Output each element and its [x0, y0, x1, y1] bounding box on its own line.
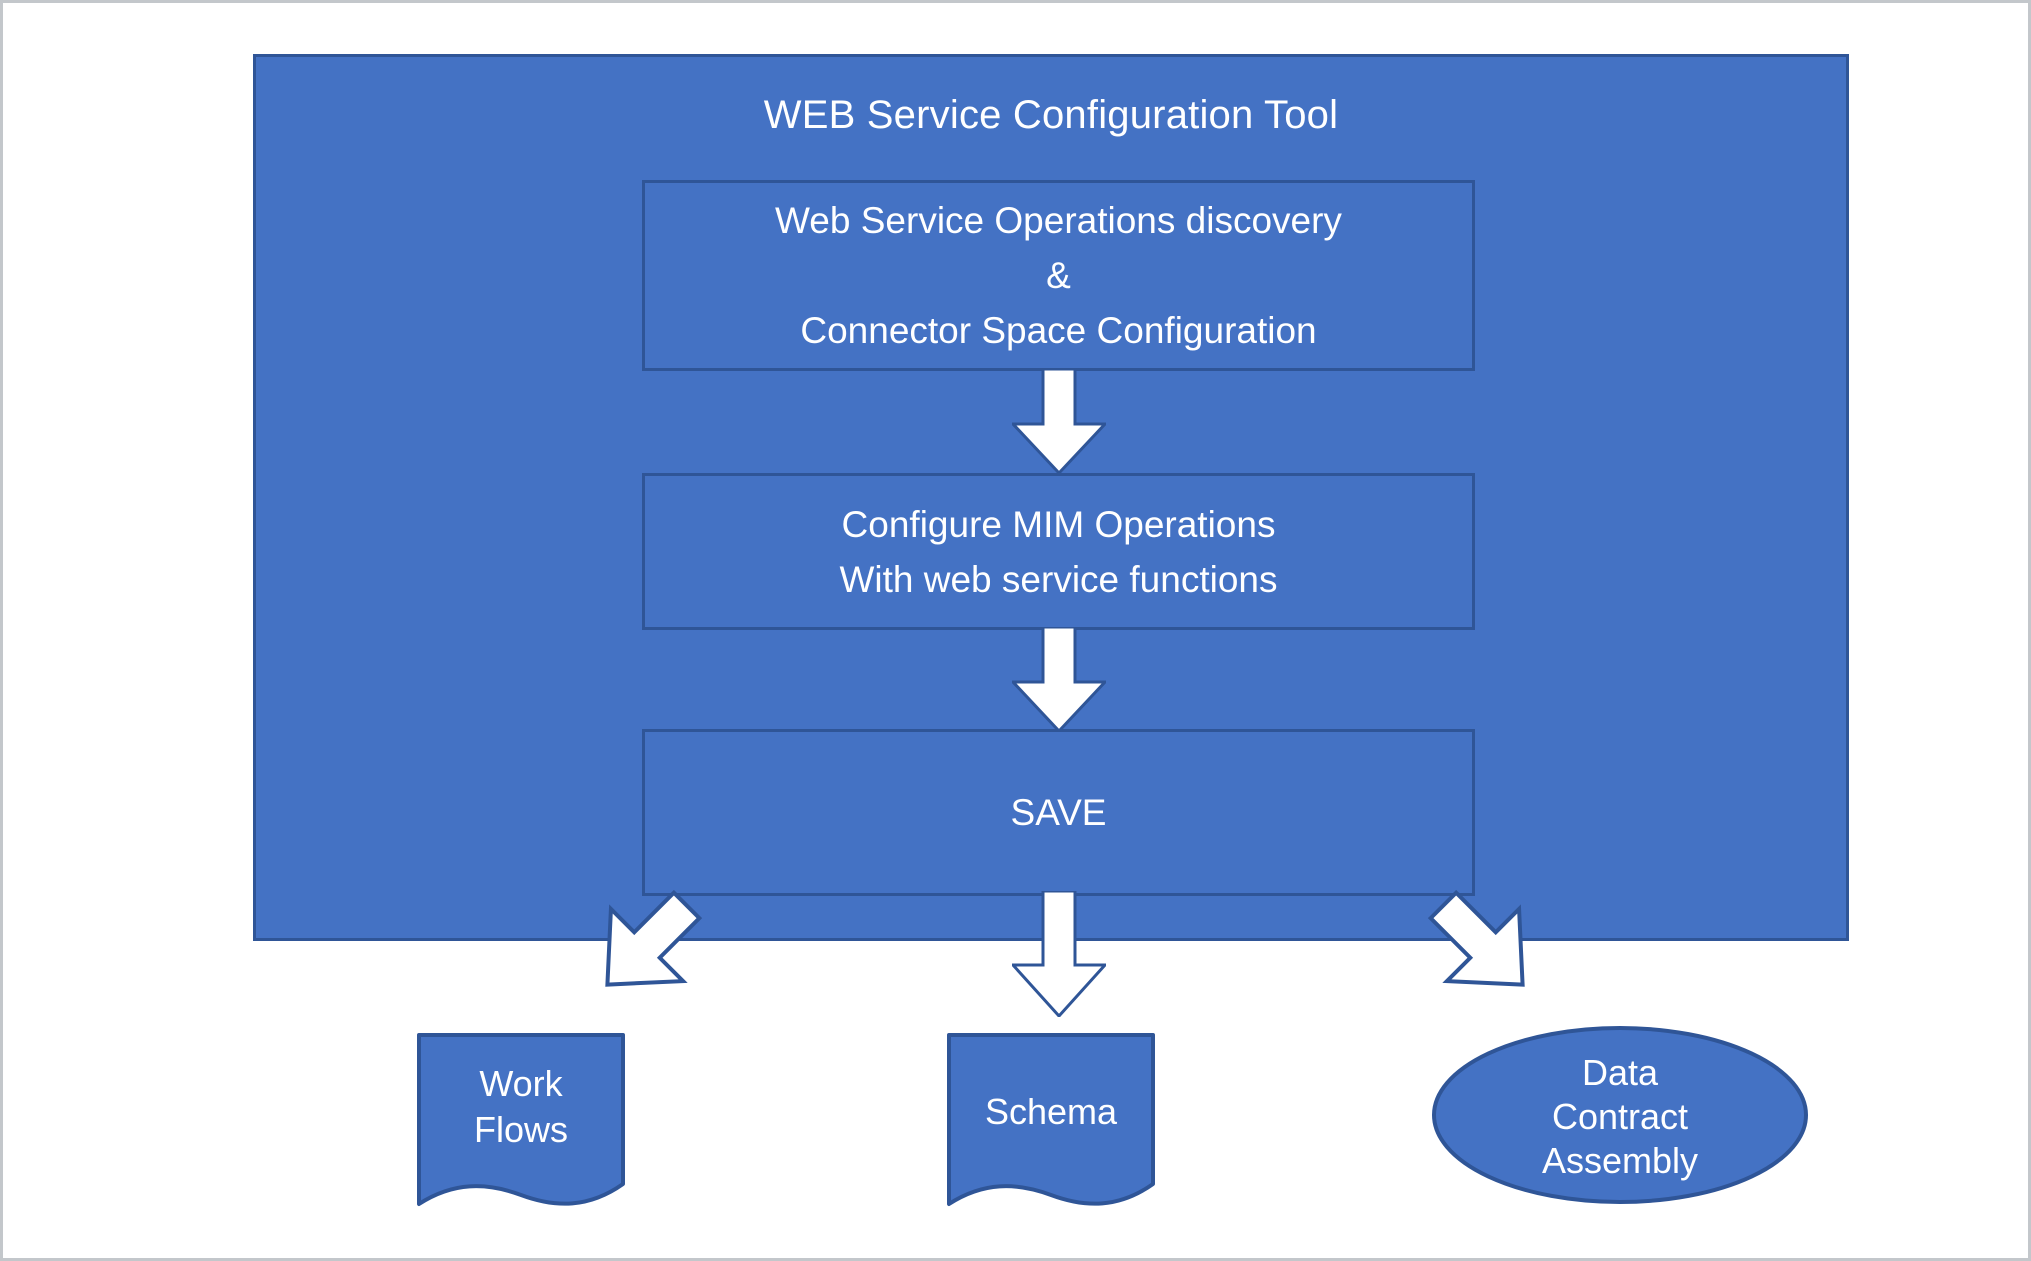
step-box-configure-mim-operations[interactable]: Configure MIM Operations With web servic…: [642, 473, 1475, 630]
step-line: Web Service Operations discovery: [775, 200, 1342, 241]
arrow-down-icon: [1009, 889, 1109, 1019]
step-line: Connector Space Configuration: [800, 310, 1317, 351]
step-line: SAVE: [1010, 792, 1107, 833]
step-line: Configure MIM Operations: [841, 503, 1276, 545]
step-box-save[interactable]: SAVE: [642, 729, 1475, 896]
output-shape-schema[interactable]: Schema: [946, 1032, 1156, 1217]
step-box-operations-discovery[interactable]: Web Service Operations discovery & Conne…: [642, 180, 1475, 371]
output-shape-data-contract-assembly[interactable]: Data Contract Assembly: [1431, 1025, 1809, 1205]
arrow-down-right-icon: [1416, 883, 1551, 1008]
step-line: &: [1046, 255, 1071, 296]
arrow-down-left-icon: [580, 883, 715, 1008]
step-line: With web service functions: [839, 558, 1278, 600]
output-shape-work-flows[interactable]: Work Flows: [416, 1032, 626, 1217]
arrow-down-icon: [1009, 367, 1109, 476]
arrow-down-icon: [1009, 625, 1109, 734]
panel-title: WEB Service Configuration Tool: [763, 93, 1339, 137]
